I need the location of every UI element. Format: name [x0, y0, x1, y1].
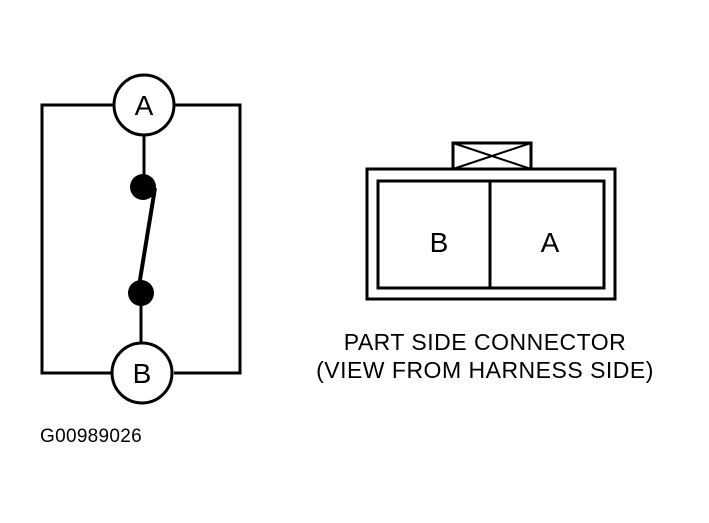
connector-cavity-a: A	[541, 227, 560, 258]
switch-contact-bottom	[128, 280, 154, 306]
switch-contact-top	[130, 174, 156, 200]
terminal-a: A	[112, 73, 176, 137]
terminal-b-circle	[110, 341, 174, 405]
figure-id: G00989026	[40, 426, 143, 447]
terminal-a-label: A	[135, 90, 154, 121]
switch-blade	[136, 187, 157, 293]
schematic-loop-wire	[40, 103, 242, 375]
connector	[365, 141, 617, 301]
connector-caption-line2: (VIEW FROM HARNESS SIDE)	[316, 357, 654, 383]
terminal-b: B	[110, 341, 174, 405]
connector-caption-line1: PART SIDE CONNECTOR	[343, 329, 627, 355]
connector-cavity-b: B	[430, 227, 449, 258]
terminal-b-label: B	[133, 358, 152, 389]
terminal-a-circle	[112, 73, 176, 137]
latch-cross-2	[452, 142, 532, 170]
switch-schematic	[40, 103, 242, 375]
